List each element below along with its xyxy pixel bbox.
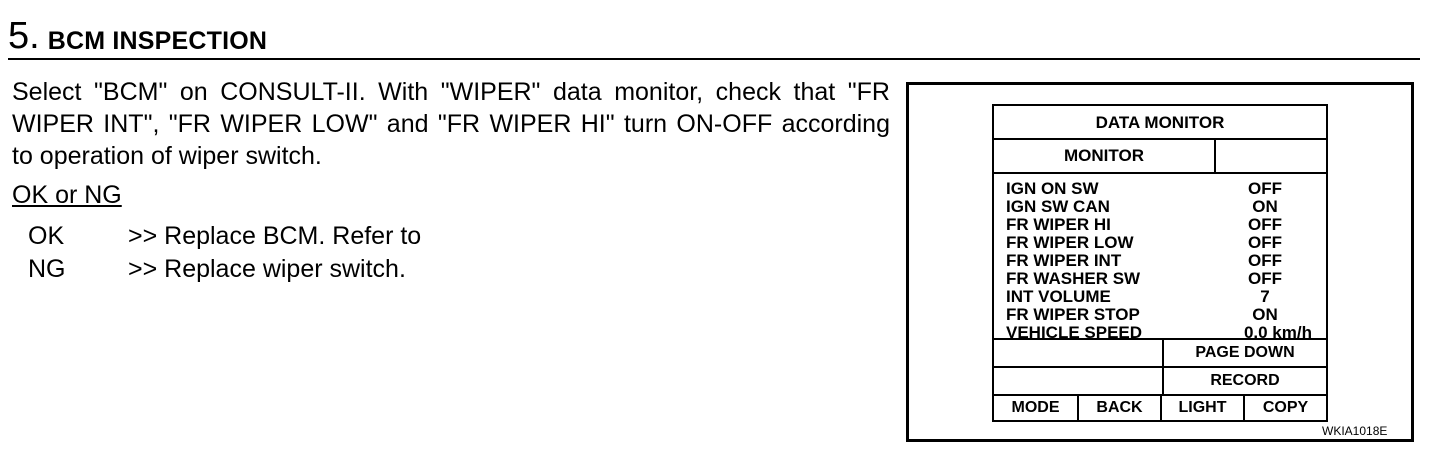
page-down-button[interactable]: PAGE DOWN [1162, 340, 1326, 366]
monitor-row: MONITOR [994, 140, 1326, 174]
item-value: ON [1252, 305, 1278, 324]
section-number: 5. [8, 15, 40, 57]
monitor-item: IGN ON SW OFF [994, 180, 1326, 198]
monitor-item: FR WIPER INT OFF [994, 252, 1326, 270]
figure-id: WKIA1018E [1322, 424, 1388, 438]
result-code: NG [28, 255, 66, 283]
result-action: >> Replace wiper switch. [128, 255, 406, 283]
result-ng: NG >> Replace wiper switch. [28, 253, 406, 285]
bottom-button-row: MODE BACK LIGHT COPY [994, 396, 1326, 420]
result-code: OK [28, 222, 65, 250]
mode-button[interactable]: MODE [1011, 399, 1060, 416]
item-value: 7 [1260, 287, 1270, 306]
item-value: OFF [1248, 179, 1282, 198]
ok-or-ng-label: OK or NG [12, 181, 122, 209]
result-ok: OK >> Replace BCM. Refer to [28, 220, 421, 252]
record-row: RECORD [994, 368, 1326, 396]
result-action: >> Replace BCM. Refer to [128, 222, 422, 250]
monitor-item: VEHICLE SPEED 0.0 km/h [994, 324, 1326, 342]
monitor-item: IGN SW CAN ON [994, 198, 1326, 216]
monitor-item: FR WASHER SW OFF [994, 270, 1326, 288]
item-name: VEHICLE SPEED [1006, 323, 1143, 342]
item-value: OFF [1248, 251, 1282, 270]
item-name: FR WIPER LOW [1006, 233, 1134, 252]
monitor-item-list: IGN ON SW OFF IGN SW CAN ON FR WIPER HI OFF… [994, 174, 1326, 342]
item-name: IGN SW CAN [1006, 197, 1110, 216]
item-name: FR WASHER SW [1006, 269, 1141, 288]
monitor-item: FR WIPER LOW OFF [994, 234, 1326, 252]
item-value: OFF [1248, 269, 1282, 288]
item-value: OFF [1248, 233, 1282, 252]
heading-rule [8, 58, 1420, 60]
item-name: INT VOLUME [1006, 287, 1111, 306]
section-title: BCM INSPECTION [47, 27, 268, 55]
monitor-item: INT VOLUME 7 [994, 288, 1326, 306]
copy-button[interactable]: COPY [1243, 396, 1326, 420]
monitor-label: MONITOR [994, 140, 1216, 172]
instruction-text: Select "BCM" on CONSULT-II. With "WIPER"… [12, 78, 890, 170]
light-button[interactable]: LIGHT [1160, 396, 1243, 420]
item-name: IGN ON SW [1006, 179, 1099, 198]
figure-frame [906, 82, 1414, 442]
screen-header: DATA MONITOR [994, 106, 1326, 140]
item-name: FR WIPER STOP [1006, 305, 1140, 324]
item-value: ON [1252, 197, 1278, 216]
item-value: OFF [1248, 215, 1282, 234]
section-heading: 5. BCM INSPECTION [8, 4, 267, 56]
page-down-row: PAGE DOWN [994, 340, 1326, 368]
back-button[interactable]: BACK [1077, 396, 1160, 420]
monitor-item: FR WIPER HI OFF [994, 216, 1326, 234]
item-name: FR WIPER HI [1006, 215, 1111, 234]
item-name: FR WIPER INT [1006, 251, 1122, 270]
record-button[interactable]: RECORD [1162, 368, 1326, 394]
consult-screen: DATA MONITOR MONITOR IGN ON SW OFF IGN SW… [992, 104, 1328, 422]
monitor-item: FR WIPER STOP ON [994, 306, 1326, 324]
item-value: 0.0 km/h [1243, 323, 1312, 342]
